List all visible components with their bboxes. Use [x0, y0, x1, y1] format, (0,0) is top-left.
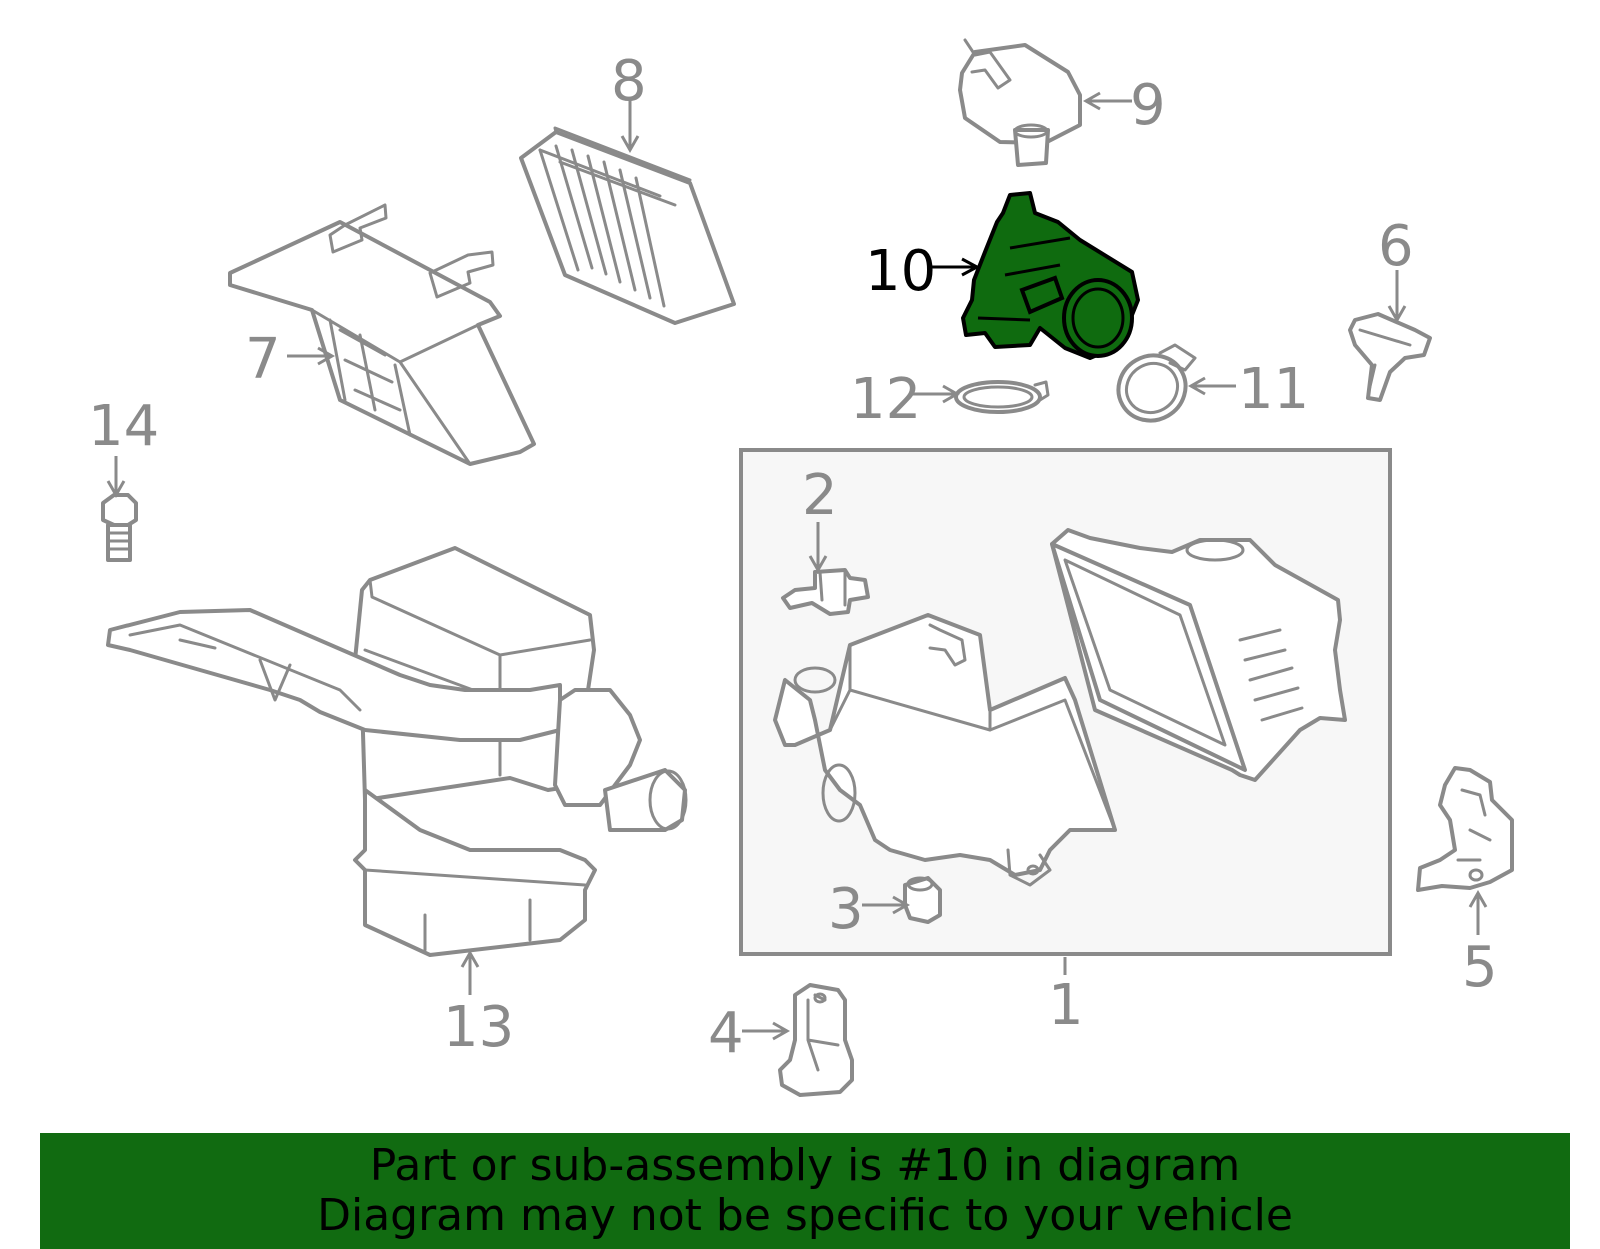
- part-13-lower-case[interactable]: [106, 546, 688, 957]
- callout-9: 9: [1130, 73, 1166, 138]
- banner-line-1: Part or sub-assembly is #10 in diagram: [369, 1140, 1241, 1191]
- part-3-grommet[interactable]: [903, 876, 942, 924]
- part-9-resonator[interactable]: [958, 38, 1082, 167]
- callout-8: 8: [611, 49, 647, 114]
- callout-5: 5: [1462, 935, 1498, 1000]
- callout-1: 1: [1048, 973, 1084, 1038]
- part-12-clamp[interactable]: [954, 380, 1050, 414]
- part-11-hose-clamp[interactable]: [1107, 343, 1198, 432]
- info-banner: Part or sub-assembly is #10 in diagram D…: [40, 1133, 1570, 1249]
- part-14-bolt[interactable]: [101, 493, 138, 562]
- callout-2: 2: [802, 463, 838, 528]
- callout-10: 10: [865, 239, 936, 304]
- part-2-sensor[interactable]: [781, 568, 870, 616]
- part-10-air-inlet[interactable]: [961, 191, 1140, 360]
- banner-line-2: Diagram may not be specific to your vehi…: [317, 1190, 1293, 1241]
- callout-14: 14: [88, 394, 159, 459]
- callout-4: 4: [708, 1001, 744, 1066]
- callout-13: 13: [443, 995, 514, 1060]
- callout-6: 6: [1378, 214, 1414, 279]
- callout-7: 7: [245, 327, 281, 392]
- callout-11: 11: [1238, 357, 1309, 422]
- part-8-air-filter[interactable]: [519, 126, 736, 325]
- callout-3: 3: [828, 877, 864, 942]
- part-7-filter-cover[interactable]: [228, 203, 536, 466]
- part-1-housing-assembly[interactable]: [773, 528, 1347, 887]
- part-4-bracket[interactable]: [778, 983, 854, 1097]
- part-6-airflow-sensor[interactable]: [1348, 312, 1432, 402]
- part-5-bracket[interactable]: [1416, 766, 1514, 892]
- leader-lines: [106, 91, 1488, 1041]
- callout-12: 12: [850, 367, 921, 432]
